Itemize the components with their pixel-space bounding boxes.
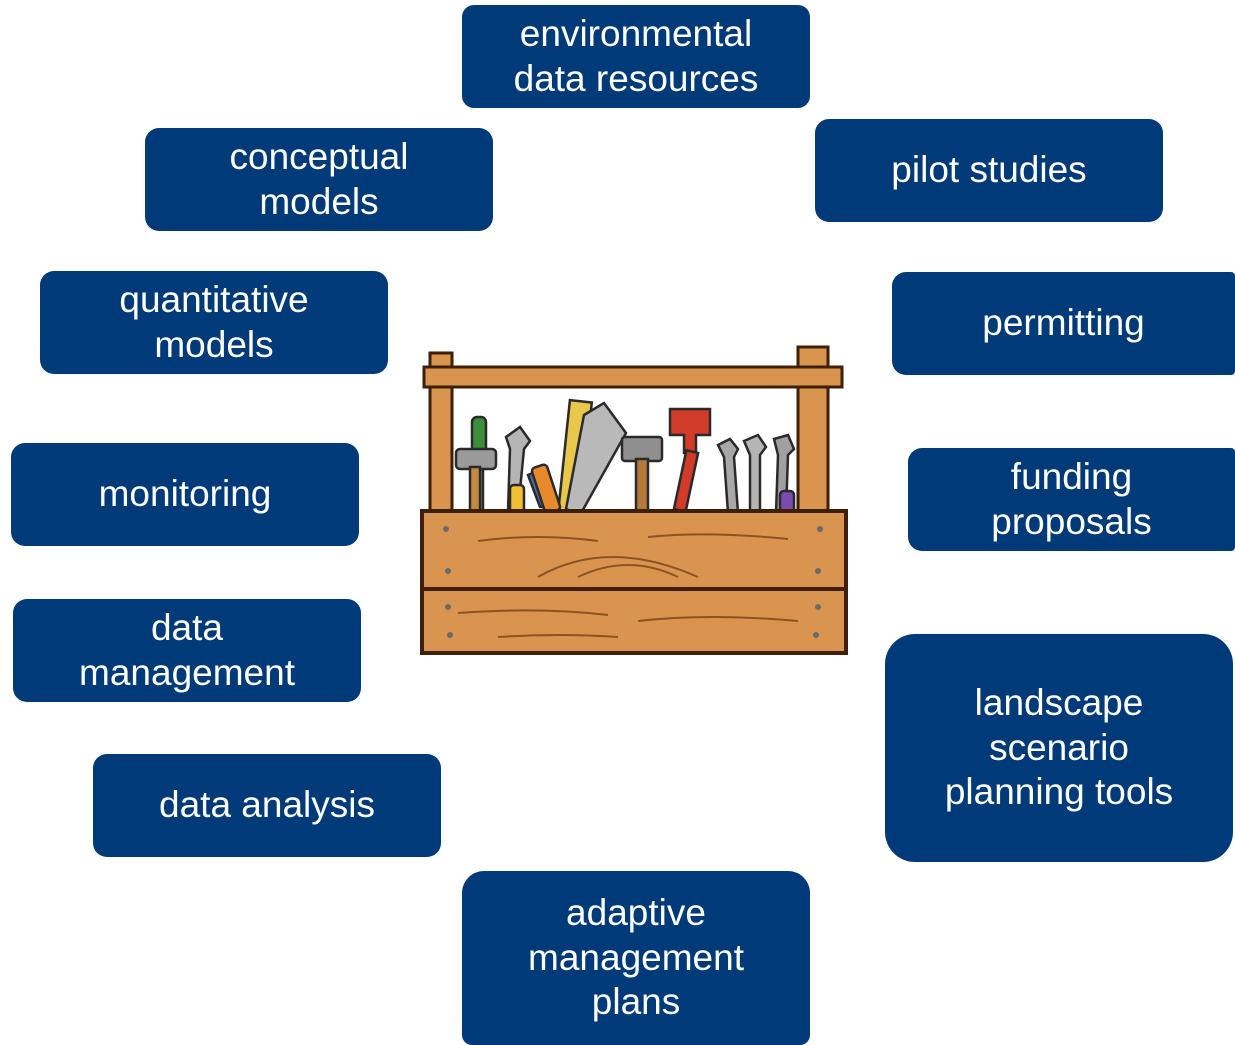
tools-group — [454, 398, 796, 517]
box-adaptive-management-plans: adaptive management plans — [462, 871, 810, 1045]
nails — [443, 526, 823, 638]
handle-bar — [422, 365, 844, 389]
box-monitoring: monitoring — [11, 443, 359, 546]
box-permitting: permitting — [892, 272, 1235, 375]
box-funding-proposals: funding proposals — [908, 448, 1235, 551]
box-data-management: data management — [13, 599, 361, 702]
box-conceptual-models: conceptual models — [145, 128, 493, 231]
box-quantitative-models: quantitative models — [40, 271, 388, 374]
wood-grain — [457, 533, 799, 638]
box-environmental-data-resources: environmental data resources — [462, 5, 810, 108]
box-pilot-studies: pilot studies — [815, 119, 1163, 222]
toolbox-body — [420, 509, 848, 655]
box-data-analysis: data analysis — [93, 754, 441, 857]
box-landscape-scenario-planning-tools: landscape scenario planning tools — [885, 634, 1233, 862]
toolbox-icon — [420, 345, 848, 655]
